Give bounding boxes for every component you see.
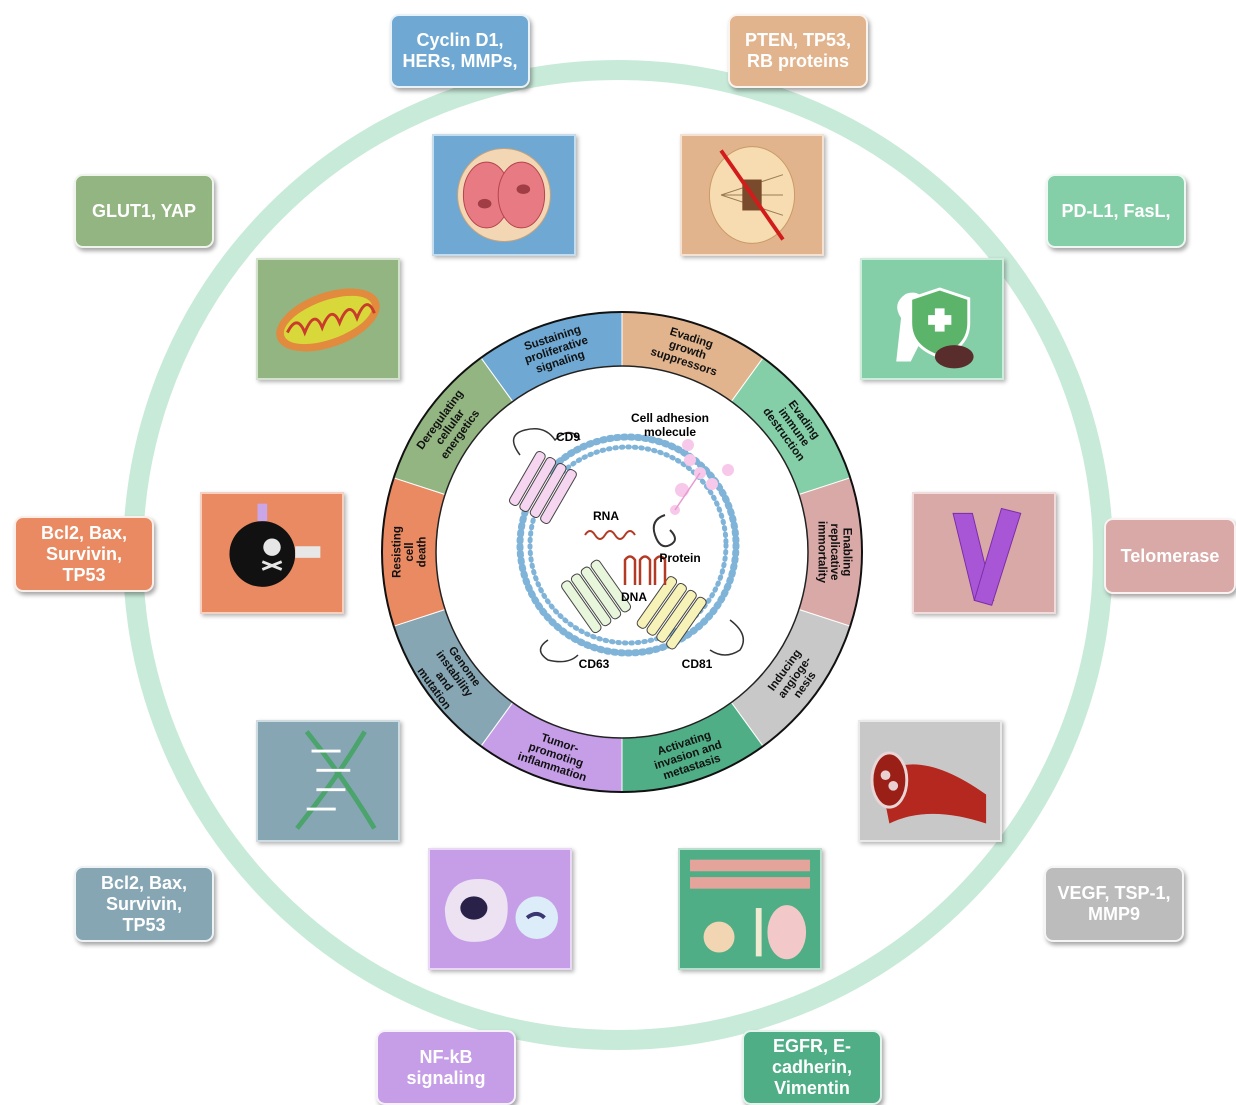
dna-helix-icon <box>256 720 400 842</box>
cd9-protein-icon <box>508 450 577 524</box>
hallmark-label: Resistingcelldeath <box>392 526 429 578</box>
label-egfr: EGFR, E- cadherin, Vimentin <box>742 1030 882 1105</box>
dying-cell-icon <box>200 492 344 614</box>
mitochondrion-icon <box>256 258 400 380</box>
hallmark-label: Enablingreplicativeimmortality <box>816 521 853 584</box>
hallmark-label: Activatinginvasion andmetastasis <box>649 727 727 784</box>
exosome-membrane-outer <box>516 433 740 657</box>
immune-shield-icon <box>860 258 1004 380</box>
blocked-mitosis-icon <box>680 134 824 256</box>
cd81-label: CD81 <box>682 657 713 671</box>
exosome-membrane-inner <box>527 444 729 646</box>
blood-vessel-icon <box>858 720 1002 842</box>
label-cyclin-d1: Cyclin D1, HERs, MMPs, <box>390 14 530 88</box>
label-pten: PTEN, TP53, RB proteins <box>728 14 868 88</box>
rna-label: RNA <box>593 509 619 523</box>
rna-icon <box>584 530 636 540</box>
dividing-cell-icon <box>432 134 576 256</box>
cd63-protein-icon <box>561 559 632 634</box>
protein-icon <box>652 514 676 548</box>
cd63-label: CD63 <box>579 657 610 671</box>
chromosome-icon <box>912 492 1056 614</box>
dna-icon <box>623 555 667 585</box>
label-nfkb: NF-kB signaling <box>376 1030 516 1105</box>
protein-label: Protein <box>659 551 700 565</box>
label-vegf: VEGF, TSP-1, MMP9 <box>1044 866 1184 942</box>
label-glut1: GLUT1, YAP <box>74 174 214 248</box>
cd81-protein-icon <box>636 576 707 650</box>
hallmark-wheel: SustainingproliferativesignalingEvadingg… <box>381 311 863 793</box>
dna-label: DNA <box>621 590 647 604</box>
label-telomerase: Telomerase <box>1104 518 1236 594</box>
metastasis-icon <box>678 848 822 970</box>
adhesion-molecule-icon <box>670 439 734 515</box>
label-bcl2-upper: Bcl2, Bax, Survivin, TP53 <box>14 516 154 592</box>
label-pdl1: PD-L1, FasL, <box>1046 174 1186 248</box>
inflammatory-cells-icon <box>428 848 572 970</box>
cd9-label: CD9 <box>556 430 580 444</box>
label-bcl2-lower: Bcl2, Bax, Survivin, TP53 <box>74 866 214 942</box>
